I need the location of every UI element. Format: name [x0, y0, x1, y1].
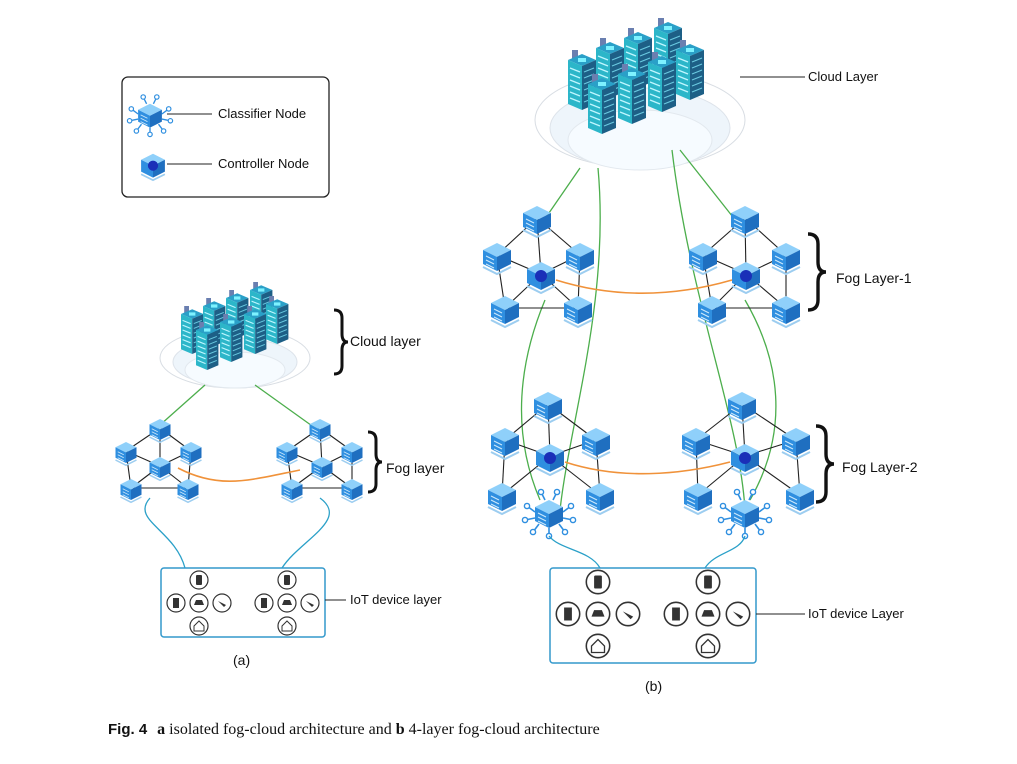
diagram-a: Cloud layer — [114, 281, 445, 668]
fog-layer-label-a: Fog layer — [386, 460, 445, 476]
cloud-layer-label-b: Cloud Layer — [808, 69, 879, 84]
iot-layer-label-a: IoT device layer — [350, 592, 442, 607]
legend-classifier-label: Classifier Node — [218, 106, 306, 121]
iot-device-box-b — [549, 567, 757, 664]
fog2-interlink — [564, 461, 731, 475]
cloud-server-cluster-a — [159, 281, 311, 389]
figure-caption: Fig. 4 a isolated fog-cloud architecture … — [108, 721, 600, 739]
legend: Classifier Node Controller Node — [121, 76, 330, 198]
fog-layer-1-label: Fog Layer-1 — [836, 270, 912, 286]
cloud-brace-a — [333, 308, 349, 376]
fog-layer-2-label: Fog Layer-2 — [842, 459, 918, 475]
iot-devices-a — [166, 570, 320, 636]
figure-number: Fig. 4 — [108, 721, 148, 738]
sublabel-b: (b) — [645, 678, 662, 694]
iot-device-box-a — [160, 567, 326, 638]
fog-interlink-a — [177, 467, 301, 482]
sublabel-a: (a) — [233, 652, 250, 668]
caption-a-text: isolated fog-cloud architecture and — [165, 721, 396, 738]
cloud-layer-label-a: Cloud layer — [350, 333, 421, 349]
iot-devices-b — [555, 569, 751, 659]
caption-b-text: 4-layer fog-cloud architecture — [404, 721, 600, 738]
fog1-interlink — [555, 279, 733, 294]
legend-controller-label: Controller Node — [218, 156, 309, 171]
caption-a-marker: a — [157, 721, 166, 738]
diagram-b: Cloud Layer — [482, 17, 918, 694]
caption-b-marker: b — [395, 721, 405, 738]
iot-layer-label-b: IoT device Layer — [808, 606, 905, 621]
cloud-server-cluster-b — [534, 17, 746, 171]
